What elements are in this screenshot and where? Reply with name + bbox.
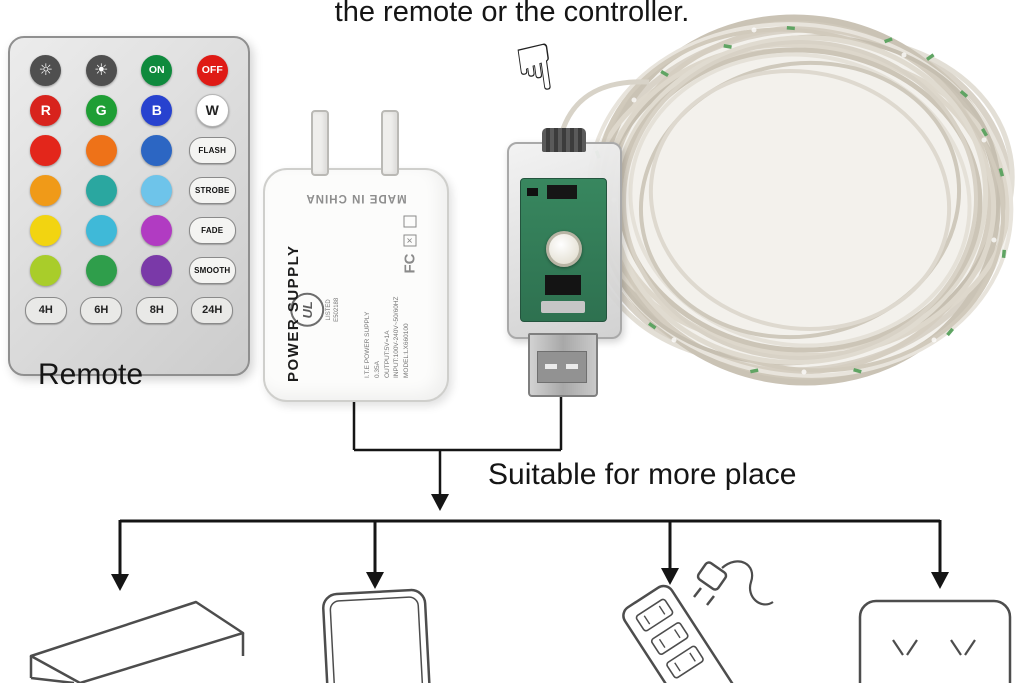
strobe-button: STROBE bbox=[188, 176, 236, 204]
color-button bbox=[30, 254, 62, 286]
bed-sketch bbox=[29, 600, 245, 683]
arrow-down-wall-outlet bbox=[931, 572, 949, 589]
fade-button: FADE bbox=[188, 216, 236, 244]
string-lights-coil bbox=[559, 14, 1015, 386]
blue-button: B bbox=[141, 94, 173, 126]
led-ticks bbox=[594, 26, 1006, 374]
off-button: OFF bbox=[196, 54, 228, 86]
pcb-chip bbox=[527, 188, 538, 196]
color-button bbox=[141, 214, 173, 246]
spec-line: MODEL:LX660100 bbox=[403, 323, 410, 378]
color-button bbox=[30, 174, 62, 206]
color-button bbox=[141, 134, 173, 166]
color-button bbox=[30, 214, 62, 246]
remote-label: Remote bbox=[38, 358, 144, 391]
green-button: G bbox=[85, 94, 117, 126]
wire-connector-block bbox=[542, 128, 586, 152]
ul-file-number: E502188 bbox=[334, 297, 340, 322]
spec-line: I.T.E POWER SUPPLY bbox=[364, 311, 371, 378]
arrow-down-center bbox=[431, 494, 449, 511]
distribution-lines bbox=[118, 519, 942, 576]
color-button bbox=[85, 134, 117, 166]
suitable-caption: Suitable for more place bbox=[488, 458, 797, 491]
coil-highlights bbox=[611, 27, 997, 375]
light-string-wire bbox=[559, 79, 650, 133]
timer-6h-button: 6H bbox=[80, 296, 123, 324]
controller-pcb bbox=[520, 178, 607, 322]
arrow-down-bed bbox=[111, 574, 129, 591]
power-adapter: MADE IN CHINA FC ✕ UL LISTED E502188 I.T… bbox=[263, 110, 449, 402]
tablet-sketch bbox=[322, 588, 432, 683]
usb-contact-hole bbox=[545, 364, 557, 369]
white-button: W bbox=[195, 93, 229, 127]
usb-controller bbox=[507, 128, 622, 339]
power-strip-sketch bbox=[622, 560, 774, 683]
arrow-down-tablet bbox=[366, 572, 384, 589]
spec-line: OUTPUT:5V=1A bbox=[383, 330, 391, 378]
timer-4h-button: 4H bbox=[24, 296, 67, 324]
usb-contact-hole bbox=[566, 364, 578, 369]
on-button: ON bbox=[141, 54, 173, 86]
plug-sketch bbox=[693, 560, 774, 606]
color-button bbox=[85, 254, 117, 286]
adapter-spec-text: I.T.E POWER SUPPLY 0.35A OUTPUT:5V=1A IN… bbox=[363, 228, 412, 378]
brightness-up-icon: ☀ bbox=[94, 60, 109, 79]
color-button bbox=[141, 254, 173, 286]
timer-24h-button: 24H bbox=[191, 296, 234, 324]
square-icon bbox=[403, 215, 417, 228]
pcb-chip bbox=[547, 185, 577, 199]
pointing-hand-icon: ☟ bbox=[511, 30, 560, 110]
usb-plug-inner bbox=[537, 351, 587, 383]
brightness-down-button: ☼ bbox=[30, 54, 62, 86]
pcb-chip bbox=[545, 275, 581, 295]
arrow-down-power-strip bbox=[661, 568, 679, 585]
smooth-button: SMOOTH bbox=[188, 256, 236, 284]
color-button bbox=[85, 214, 117, 246]
spec-line: INPUT:100V-240V~50/60HZ bbox=[393, 296, 401, 378]
made-in-china-label: MADE IN CHINA bbox=[305, 192, 407, 204]
wall-outlet-sketch bbox=[858, 599, 1012, 683]
brightness-down-icon: ☼ bbox=[38, 60, 53, 79]
pcb-solder-pad bbox=[541, 301, 585, 313]
remote-control: ☼ ☀ ON OFF R G B W FLASH STROBE FADE SMO… bbox=[8, 36, 250, 376]
color-button bbox=[30, 134, 62, 166]
spec-line: 0.35A bbox=[373, 361, 381, 378]
controller-mode-button bbox=[545, 231, 582, 267]
brightness-up-button: ☀ bbox=[85, 54, 117, 86]
top-caption: the remote or the controller. bbox=[334, 0, 690, 28]
plug-prong-right bbox=[381, 110, 399, 176]
red-button: R bbox=[30, 94, 62, 126]
power-supply-label: POWER SUPPLY bbox=[285, 244, 302, 382]
plug-prong-left bbox=[311, 110, 329, 176]
ul-listed-text: LISTED bbox=[326, 299, 333, 321]
timer-8h-button: 8H bbox=[135, 296, 178, 324]
usb-plug bbox=[528, 333, 598, 397]
flash-button: FLASH bbox=[188, 136, 236, 164]
color-button bbox=[85, 174, 117, 206]
color-button bbox=[141, 174, 173, 206]
